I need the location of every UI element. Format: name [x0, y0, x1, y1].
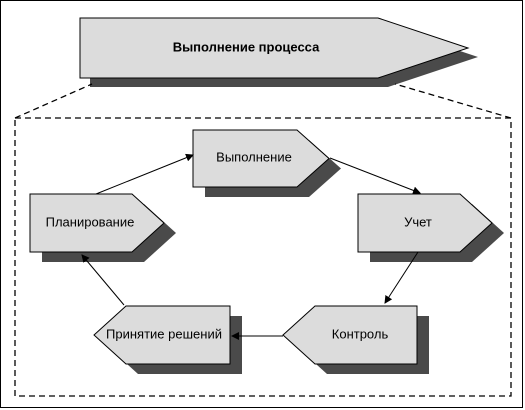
- title-body: [79, 17, 470, 79]
- node-control-label: Контроль: [332, 326, 389, 341]
- diagram-title: Выполнение процесса: [173, 39, 320, 54]
- node-decision-body: [93, 305, 231, 365]
- process-boundary: [14, 117, 512, 397]
- arrow-decision-to-planning: [81, 254, 125, 306]
- node-execution-body: [192, 129, 330, 188]
- node-execution-label: Выполнение: [216, 149, 292, 164]
- arrow-planning-to-execution: [95, 153, 194, 195]
- boundary-connector-right: [394, 83, 512, 119]
- node-decision-label: Принятие решений: [106, 326, 222, 341]
- node-decision: Принятие решений: [93, 305, 242, 374]
- node-planning-label: Планирование: [46, 214, 135, 229]
- node-control: Контроль: [282, 305, 429, 374]
- node-accounting-body: [357, 193, 493, 253]
- node-planning-body: [29, 193, 165, 253]
- node-planning: Планирование: [29, 193, 176, 262]
- arrow-execution-to-accounting: [329, 157, 421, 195]
- arrow-accounting-to-control: [384, 251, 419, 304]
- node-accounting-label: Учет: [404, 214, 432, 229]
- title-shape: Выполнение процесса: [79, 17, 478, 87]
- node-execution: Выполнение: [192, 129, 341, 197]
- boundary-connector-left: [14, 83, 93, 119]
- node-control-body: [282, 305, 418, 365]
- node-accounting: Учет: [357, 193, 504, 262]
